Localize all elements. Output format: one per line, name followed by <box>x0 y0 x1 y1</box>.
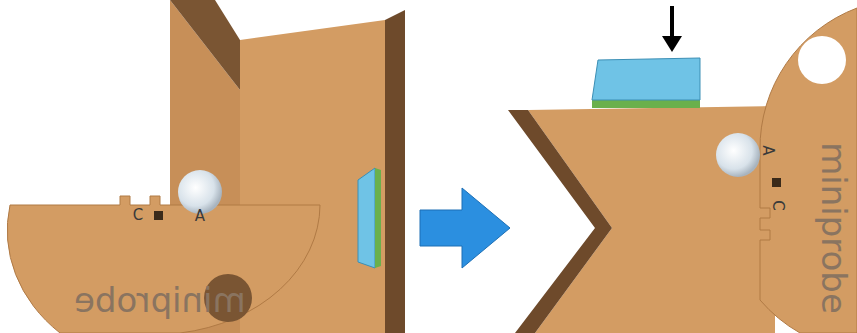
probe-ball <box>716 133 760 177</box>
port-letter: A <box>195 209 205 224</box>
foam-pad <box>358 168 375 268</box>
brand-mark: miniprobe <box>817 142 851 314</box>
port-letter: A <box>759 145 774 155</box>
probe-card <box>760 8 857 333</box>
probe-ball <box>178 170 222 214</box>
port-letter: C <box>133 208 143 223</box>
foam-backing <box>375 168 381 268</box>
box-edge <box>385 10 405 333</box>
foam-pad <box>592 58 700 100</box>
slot-mark <box>772 178 781 187</box>
brand-mark: miniprobe <box>74 283 246 317</box>
probe-card <box>7 196 320 333</box>
box-edge <box>508 110 612 333</box>
press-arrowhead <box>662 36 682 52</box>
slot-mark <box>154 211 163 220</box>
step-arrow <box>420 188 510 268</box>
port-letter: C <box>769 200 784 210</box>
box-body <box>528 106 775 333</box>
box-flap-edge <box>170 0 240 90</box>
card-hole <box>798 36 846 84</box>
foam-backing <box>592 100 700 108</box>
